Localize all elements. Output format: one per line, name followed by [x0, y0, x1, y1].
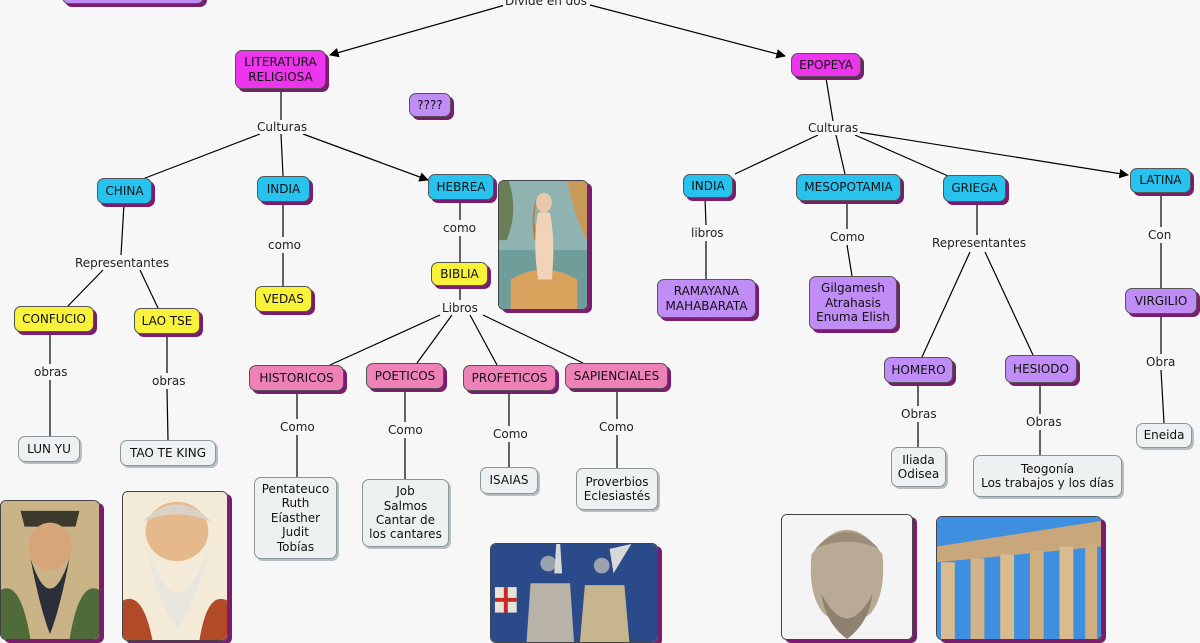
node-teogonia[interactable]: Teogonía Los trabajos y los días [973, 455, 1122, 497]
link-como-india: como [266, 238, 303, 253]
link-obra-virgilio: Obra [1144, 355, 1178, 370]
node-isaias[interactable]: ISAIAS [480, 467, 538, 494]
link-culturas-right: Culturas [806, 121, 861, 136]
node-virgilio[interactable]: VIRGILIO [1125, 288, 1197, 314]
link-culturas-left: Culturas [255, 120, 310, 135]
node-poeticos[interactable]: POETICOS [366, 363, 444, 389]
venus-painting-image [498, 180, 588, 310]
concept-map-connectors [49, 4, 1165, 479]
node-hesiodo[interactable]: HESIODO [1005, 355, 1077, 383]
node-sapienciales-books[interactable]: Proverbios Eclesiastés [576, 468, 658, 510]
node-gilgamesh[interactable]: Gilgamesh Atrahasis Enuma Elish [809, 276, 897, 330]
link-representantes-china: Representantes [73, 256, 172, 271]
node-latina[interactable]: LATINA [1130, 168, 1191, 193]
node-unknown[interactable]: ???? [409, 93, 451, 117]
link-libros-india: libros [689, 226, 726, 241]
node-eneida[interactable]: Eneida [1136, 423, 1192, 448]
node-biblia[interactable]: BIBLIA [431, 262, 488, 286]
link-obras-laotse: obras [150, 374, 188, 389]
link-obras-homero: Obras [899, 407, 939, 422]
link-obras-hesiodo: Obras [1024, 415, 1064, 430]
link-con-latina: Con [1146, 228, 1174, 243]
node-lun-yu[interactable]: LUN YU [18, 436, 80, 462]
node-literatura-religiosa[interactable]: LITERATURA RELIGIOSA [235, 50, 326, 89]
node-confucio[interactable]: CONFUCIO [14, 306, 94, 332]
node-lao-tse[interactable]: LAO TSE [134, 308, 200, 334]
node-historicos-books[interactable]: Pentateuco Ruth Eíasther Judit Tobías [254, 477, 337, 559]
link-como-poeticos: Como [386, 423, 425, 438]
node-homero[interactable]: HOMERO [884, 357, 953, 383]
node-epopeya[interactable]: EPOPEYA [791, 53, 861, 77]
node-historicos[interactable]: HISTORICOS [249, 365, 344, 391]
node-india-right[interactable]: INDIA [683, 174, 733, 198]
link-libros-biblia: Libros [440, 301, 480, 316]
parthenon-photo-image [936, 516, 1102, 640]
link-divide-en-dos: Divide en dos [503, 0, 589, 9]
link-como-profeticos: Como [491, 427, 530, 442]
node-vedas[interactable]: VEDAS [255, 286, 312, 312]
node-tao-te-king[interactable]: TAO TE KING [120, 440, 216, 466]
node-india-left[interactable]: INDIA [257, 176, 310, 202]
link-representantes-griega: Representantes [930, 236, 1029, 251]
link-como-hebrea: como [441, 221, 478, 236]
link-como-sapienciales: Como [597, 420, 636, 435]
offscreen-parent-node[interactable] [62, 0, 204, 4]
node-iliada[interactable]: Iliada Odisea [891, 447, 946, 487]
crusaders-illustration-image [490, 543, 658, 643]
link-como-mesopotamia: Como [828, 230, 867, 245]
lao-tse-portrait-image [122, 491, 228, 641]
node-mesopotamia[interactable]: MESOPOTAMIA [796, 174, 901, 201]
node-profeticos[interactable]: PROFETICOS [463, 365, 556, 391]
node-china[interactable]: CHINA [97, 178, 152, 204]
confucius-portrait-image [0, 500, 100, 640]
node-griega[interactable]: GRIEGA [943, 175, 1006, 202]
greek-bust-image [781, 514, 913, 640]
node-sapienciales[interactable]: SAPIENCIALES [565, 363, 668, 389]
node-poeticos-books[interactable]: Job Salmos Cantar de los cantares [362, 479, 449, 547]
node-hebrea[interactable]: HEBREA [428, 174, 494, 200]
link-como-historicos: Como [278, 420, 317, 435]
link-obras-confucio: obras [32, 365, 70, 380]
node-ramayana[interactable]: RAMAYANA MAHABARATA [657, 279, 756, 318]
